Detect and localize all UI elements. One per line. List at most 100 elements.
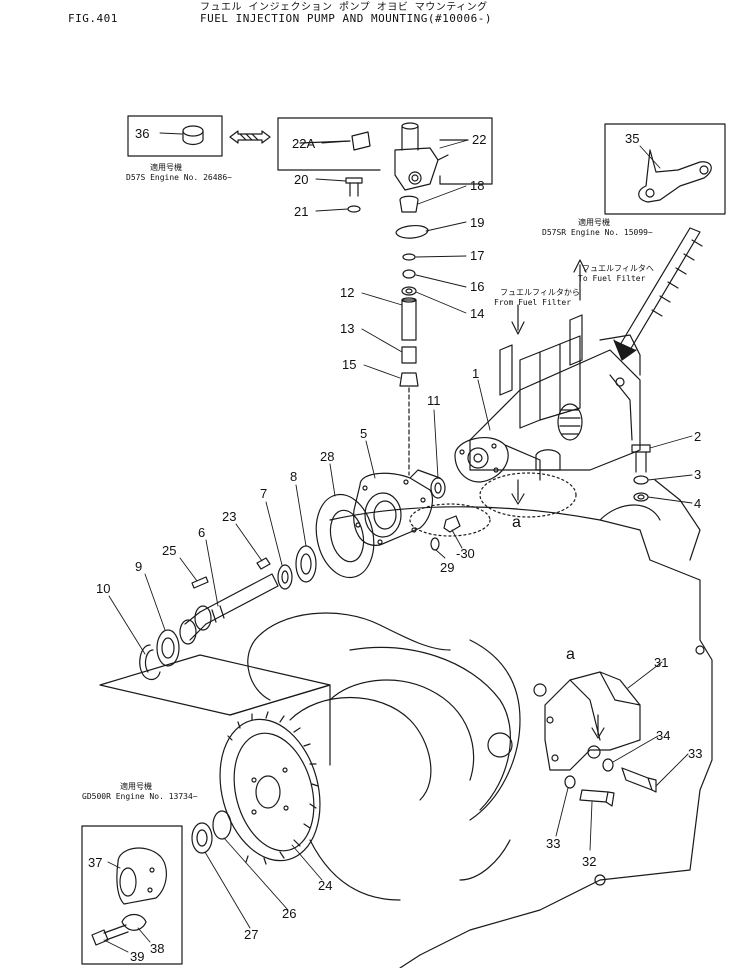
callout-8: 8	[290, 469, 297, 484]
callout-11: 11	[427, 393, 441, 408]
part-15-nut	[399, 372, 419, 387]
part-16-ring	[402, 269, 416, 279]
part-37-flange	[116, 847, 167, 905]
part-13-spring-seat	[401, 346, 417, 364]
callout-labels: 36 22A 22 20 21 18 19 17 16 14 12 13 15 …	[88, 126, 702, 964]
callout-26: 26	[282, 906, 296, 921]
part-38-lock-plate	[121, 913, 147, 931]
callout-18: 18	[470, 178, 484, 193]
callout-28: 28	[320, 449, 334, 464]
part-18-valve	[399, 195, 419, 213]
part-19-gasket	[395, 224, 429, 239]
part-2-bolt-head	[631, 444, 651, 453]
callout-14: 14	[470, 306, 484, 321]
inset-box-36	[127, 115, 223, 157]
note-36-en: D57S Engine No. 26486~	[126, 173, 232, 182]
callout-9: 9	[135, 559, 142, 574]
callout-7: 7	[260, 486, 267, 501]
callout-37: 37	[88, 855, 102, 870]
part-20-bolt-head	[345, 177, 363, 184]
part-34-washer	[602, 758, 614, 772]
note-from-filter-en: From Fuel Filter	[494, 298, 572, 307]
title-japanese: フュエル インジェクション ポンプ オヨビ マウンティング	[200, 2, 488, 13]
part-6-shaft	[179, 573, 279, 645]
note-37-ja: 適用号機	[120, 782, 152, 791]
callout-13: 13	[340, 321, 354, 336]
callout-33-right: 33	[688, 746, 702, 761]
part-11-bearing	[430, 477, 446, 499]
note-to-filter-en: To Fuel Filter	[578, 274, 646, 283]
callout-12: 12	[340, 285, 354, 300]
part-33-bolt-right	[621, 767, 653, 791]
callout-25: 25	[162, 543, 176, 558]
callout-36: 36	[135, 126, 149, 141]
exploded-view-panel	[99, 654, 331, 716]
note-to-filter-ja: フュエルフィルタへ	[582, 264, 654, 273]
part-25-key	[191, 576, 209, 589]
title-english: FUEL INJECTION PUMP AND MOUNTING(#10006-…	[200, 12, 493, 25]
callout-16: 16	[470, 279, 484, 294]
part-27-nut	[191, 822, 213, 854]
callout-38: 38	[150, 941, 164, 956]
engine-block-outline	[247, 479, 713, 968]
callout-21: 21	[294, 204, 308, 219]
part-31-bracket	[544, 671, 641, 771]
callout-1: 1	[472, 366, 479, 381]
callout-39: 39	[130, 949, 144, 964]
part-17-ring	[402, 253, 416, 261]
callout-29: 29	[440, 560, 454, 575]
part-22-body	[401, 125, 419, 151]
part-24-gear	[219, 711, 321, 865]
callout-34: 34	[656, 728, 670, 743]
callout-4: 4	[694, 496, 701, 511]
part-26-washer	[212, 810, 232, 840]
injection-pump-assembly	[454, 314, 641, 483]
callout-35: 35	[625, 131, 639, 146]
part-9-bearing	[156, 629, 180, 667]
note-37-en: GD500R Engine No. 13734~	[82, 792, 198, 801]
part-8-bearing	[295, 545, 317, 583]
part-32-bolt	[579, 789, 609, 803]
note-36-ja: 適用号機	[150, 163, 182, 172]
callout-24: 24	[318, 878, 332, 893]
to-filter-arrow	[573, 259, 587, 301]
callout-2: 2	[694, 429, 701, 444]
callout-5: 5	[360, 426, 367, 441]
callout-23: 23	[222, 509, 236, 524]
callout-22a: 22A	[292, 136, 315, 151]
part-5-housing	[353, 469, 441, 546]
callout-31: 31	[654, 655, 668, 670]
inset-box-22	[277, 117, 493, 185]
part-39-bolt	[91, 929, 109, 946]
from-filter-arrow	[511, 304, 525, 335]
part-28-gasket	[315, 493, 375, 579]
callout-19: 19	[470, 215, 484, 230]
note-from-filter-ja: フュエルフィルタから	[500, 288, 580, 297]
ref-mark-a-pump: a	[512, 514, 521, 531]
inset-box-37	[81, 825, 183, 965]
callout-32: 32	[582, 854, 596, 869]
callout-27: 27	[244, 927, 258, 942]
figure-number: FIG.401	[68, 12, 118, 25]
bracket-arrow	[591, 714, 605, 739]
part-7-nut	[277, 564, 293, 590]
callout-33-left: 33	[546, 836, 560, 851]
callout-15: 15	[342, 357, 356, 372]
leader-lines	[103, 132, 693, 953]
callout-17: 17	[470, 248, 484, 263]
ref-circle-a-pump	[479, 472, 577, 518]
part-14-ring	[401, 286, 417, 296]
part-12-plunger	[401, 299, 417, 341]
part-22a-gasket	[351, 131, 371, 151]
note-35-en: D57SR Engine No. 15099~	[542, 228, 653, 237]
callout-30: -30	[456, 546, 475, 561]
inset-box-35	[604, 123, 726, 215]
part-3-washer	[633, 475, 649, 485]
guide-arrow	[619, 227, 701, 351]
callout-22: 22	[472, 132, 486, 147]
part-30-nut	[443, 515, 461, 533]
part-21-washer	[347, 205, 361, 213]
callout-3: 3	[694, 467, 701, 482]
